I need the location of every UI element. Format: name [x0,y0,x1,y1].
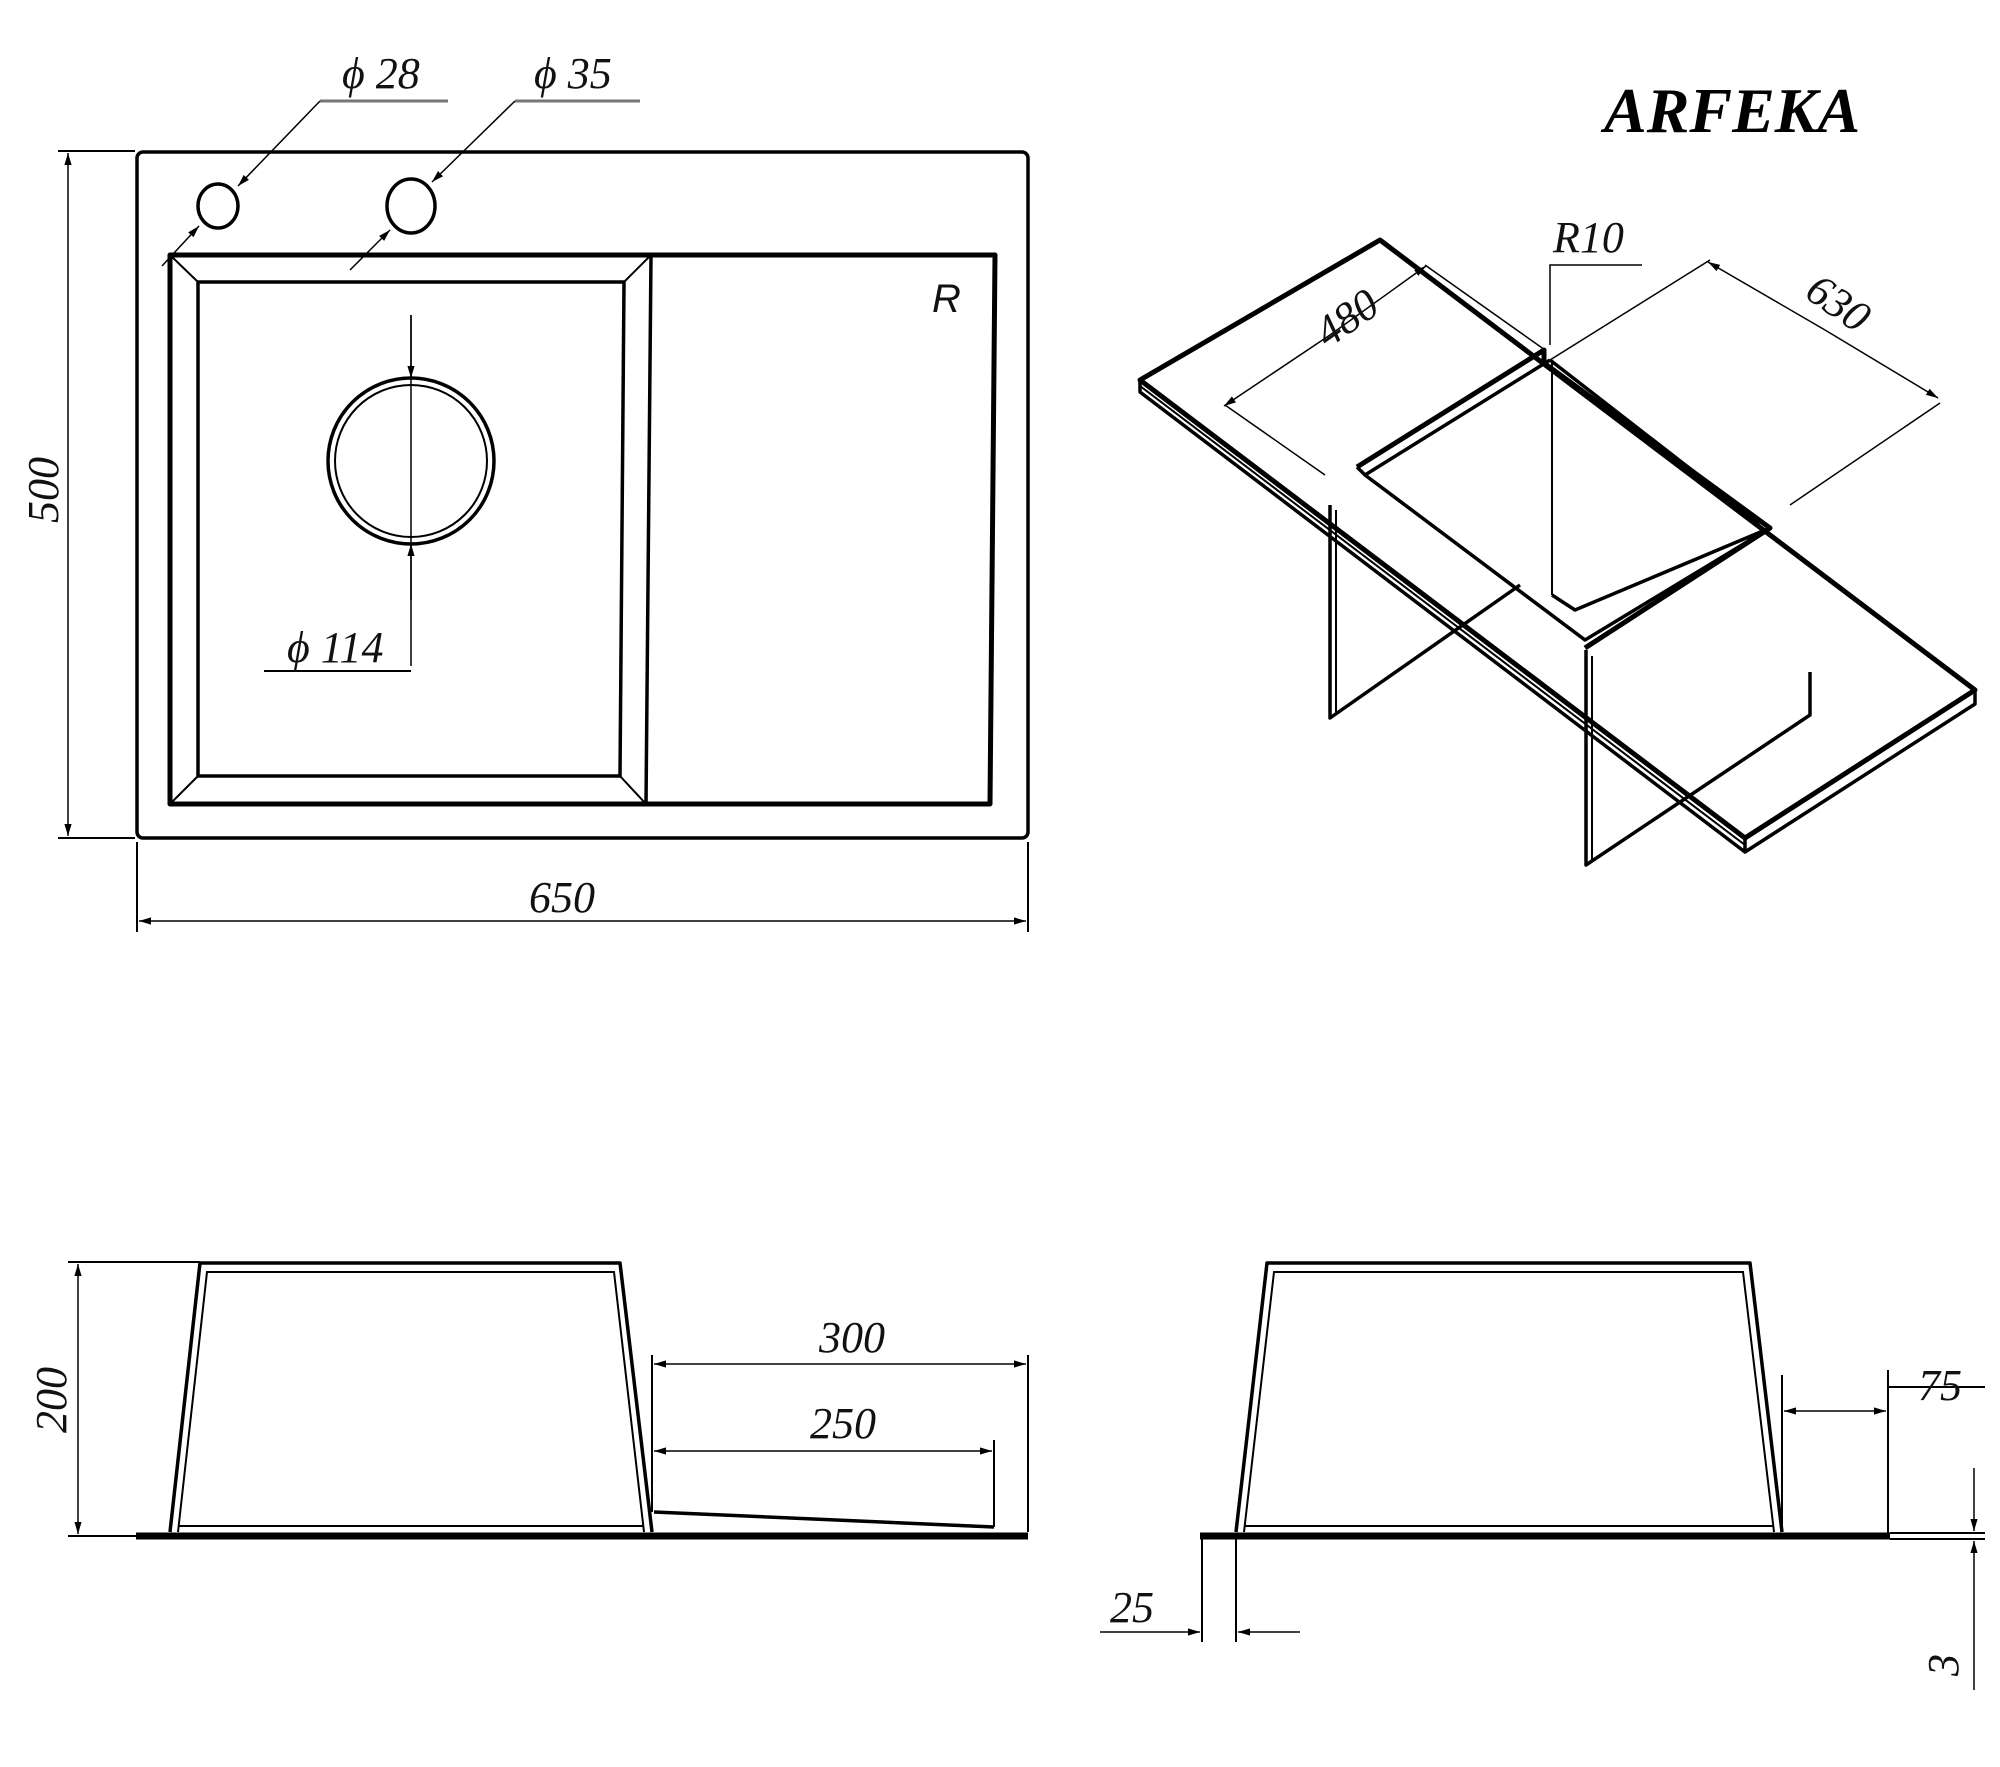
front-bowl [168,1261,654,1533]
iso-corner-radius-label: R10 [1552,213,1624,262]
front-view: 200 300 250 [27,1261,1029,1540]
iso-length-label: 630 [1797,264,1879,342]
drainer-outer-dim-label: 300 [818,1313,885,1362]
width-dim-label: 650 [529,873,595,922]
side-bowl [1234,1261,1784,1533]
depth-dim-label: 200 [27,1367,76,1433]
isometric-view: 480 630 R10 [1137,213,1978,867]
bowl-divider [644,254,653,805]
drain-diameter-label: ϕ 114 [287,623,384,672]
iso-leg-left [1328,505,1522,720]
sink-inner-outline [167,252,998,807]
orientation-mark: R [932,277,961,321]
side-view: 75 25 3 [1100,1261,1985,1690]
flange-dim-label: 25 [1110,1583,1154,1632]
sink-outline [135,150,1030,840]
height-dim-label: 500 [19,457,68,523]
iso-bowl-width-label: 480 [1306,279,1388,357]
rim-offset-dim-label: 75 [1918,1361,1962,1410]
tap-hole-28-label: ϕ 28 [342,49,420,98]
tap-hole-35 [385,177,437,235]
iso-leg-right [1584,650,1812,867]
tap-hole-28 [196,182,240,230]
brand-title: ARFEKA [1600,75,1860,146]
drainer-inner-dim-label: 250 [810,1399,876,1448]
flange-thickness-dim-label: 3 [1919,1654,1968,1677]
tap-hole-35-label: ϕ 35 [534,49,612,98]
top-view: ϕ 114 ϕ 28 ϕ 35 R 500 650 [19,49,1030,932]
